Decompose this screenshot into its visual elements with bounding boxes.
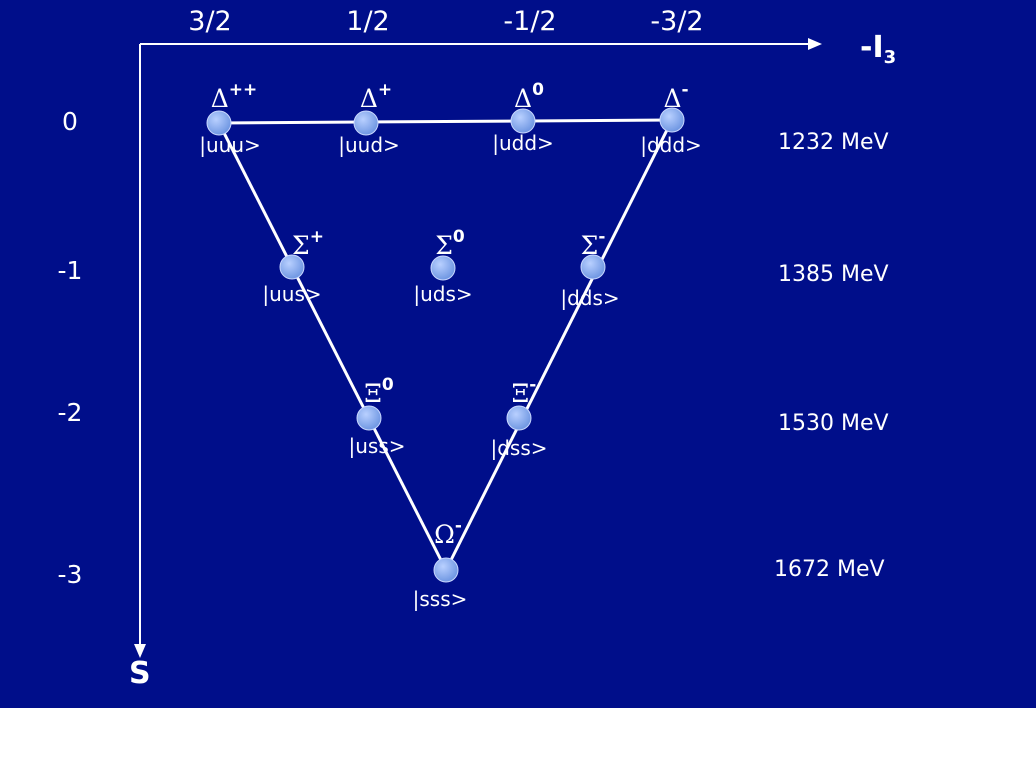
particle-node bbox=[353, 110, 379, 136]
y-tick-label: 0 bbox=[62, 107, 78, 136]
particle-nodes bbox=[206, 107, 685, 583]
right-edge-line bbox=[444, 119, 674, 571]
particle-node bbox=[510, 108, 536, 134]
particle-name: Ξ- bbox=[511, 375, 537, 408]
x-tick-label: -1/2 bbox=[503, 6, 557, 37]
mass-label: 1385 MeV bbox=[778, 262, 889, 287]
y-axis-arrowhead bbox=[134, 644, 146, 658]
particle-name: Δ+ bbox=[359, 80, 393, 113]
particle-node bbox=[433, 557, 459, 583]
particle-name: Δ- bbox=[663, 80, 689, 113]
x-tick-label: 3/2 bbox=[188, 6, 232, 37]
particle-name: Σ0 bbox=[435, 227, 465, 260]
left-edge-line bbox=[217, 122, 448, 571]
y-axis-title: S bbox=[129, 656, 151, 691]
decuplet-slide: 3/2 1/2 -1/2 -3/2 -I3 0 -1 -2 -3 S 1232 … bbox=[0, 0, 1036, 708]
quark-content-label: |dds> bbox=[560, 286, 620, 310]
particle-name: Ω- bbox=[434, 516, 462, 549]
x-axis-title: -I3 bbox=[860, 30, 897, 68]
particle-node bbox=[206, 110, 232, 136]
decuplet-diagram bbox=[134, 38, 822, 658]
particle-node bbox=[659, 107, 685, 133]
particle-name: Σ- bbox=[580, 227, 606, 260]
quark-content-label: |uuu> bbox=[199, 133, 261, 157]
x-axis-arrowhead bbox=[808, 38, 822, 50]
quark-content-label: |udd> bbox=[492, 131, 554, 155]
particle-name: Σ+ bbox=[292, 227, 324, 260]
quark-content-label: |ddd> bbox=[640, 133, 702, 157]
x-tick-label: 1/2 bbox=[346, 6, 390, 37]
top-edge-line bbox=[218, 118, 673, 125]
quark-content-label: |dss> bbox=[490, 436, 548, 460]
quark-content-label: |uus> bbox=[262, 282, 322, 306]
particle-node bbox=[356, 405, 382, 431]
y-tick-label: -3 bbox=[57, 560, 83, 589]
particle-name: Δ++ bbox=[210, 80, 258, 113]
quark-content-label: |uud> bbox=[338, 133, 400, 157]
x-tick-label: -3/2 bbox=[650, 6, 704, 37]
mass-label: 1672 MeV bbox=[774, 557, 885, 582]
mass-label: 1530 MeV bbox=[778, 411, 889, 436]
particle-name: Ξ0 bbox=[364, 375, 394, 408]
mass-label: 1232 MeV bbox=[778, 130, 889, 155]
particle-node bbox=[430, 255, 456, 281]
y-tick-label: -2 bbox=[57, 398, 83, 427]
quark-content-label: |sss> bbox=[412, 587, 468, 611]
particle-name: Δ0 bbox=[514, 80, 544, 113]
particle-node bbox=[279, 254, 305, 280]
quark-content-label: |uss> bbox=[348, 434, 406, 458]
quark-content-label: |uds> bbox=[413, 282, 473, 306]
y-tick-label: -1 bbox=[57, 256, 83, 285]
particle-node bbox=[506, 405, 532, 431]
particle-node bbox=[580, 254, 606, 280]
